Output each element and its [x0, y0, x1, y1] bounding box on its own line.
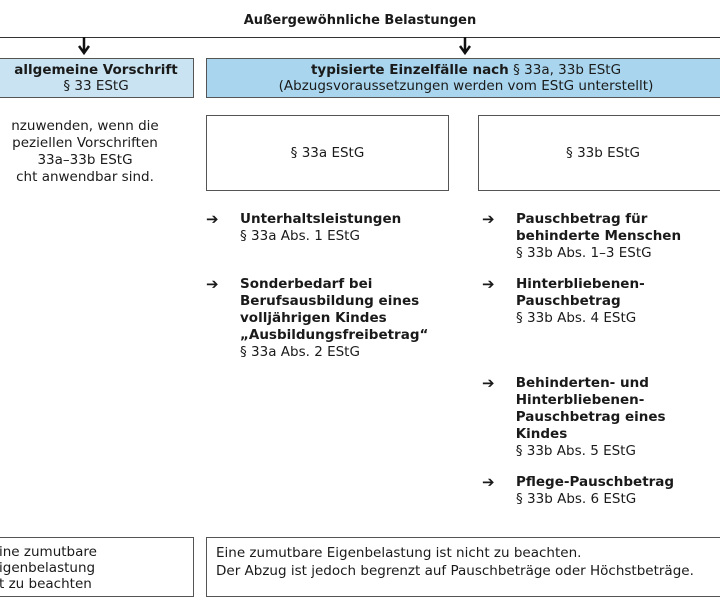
arrow-down-icon	[459, 37, 471, 56]
arrow-right-icon: ➔	[206, 210, 219, 228]
item-title: Unterhaltsleistungen	[240, 211, 402, 227]
bottom-line: t zu beachten	[0, 576, 92, 592]
item-title: Sonderbedarf bei	[240, 276, 373, 292]
bottom-line: ine zumutbare	[0, 544, 97, 560]
item-law: § 33a Abs. 2 EStG	[240, 344, 360, 360]
item-title: volljährigen Kindes	[240, 310, 387, 326]
note-line: cht anwendbar sind.	[16, 169, 154, 185]
diagram-title: Außergewöhnliche Belastungen	[243, 13, 477, 28]
connector-line	[0, 37, 720, 38]
section-33b-label: § 33b EStG	[566, 145, 640, 161]
item-title: Pauschbetrag eines Kindes	[515, 409, 666, 442]
item-title: Berufsausbildung eines	[240, 293, 420, 309]
general-bottom-box: ine zumutbare igenbelastung t zu beachte…	[0, 537, 194, 597]
item-law: § 33b Abs. 6 EStG	[516, 491, 637, 507]
typical-cases-box: typisierte Einzelfälle nach § 33a, 33b E…	[206, 58, 720, 98]
arrow-right-icon: ➔	[206, 275, 219, 293]
general-rule-box: allgemeine Vorschrift § 33 EStG	[0, 58, 194, 98]
item-title: Behinderten- und	[515, 375, 649, 391]
section-33a-box: § 33a EStG	[206, 115, 449, 191]
section-33b-box: § 33b EStG	[478, 115, 720, 191]
typical-heading-law: § 33a, 33b EStG	[513, 62, 622, 78]
item-law: § 33b Abs. 4 EStG	[516, 310, 637, 326]
general-note: nzuwenden, wenn die peziellen Vorschrift…	[0, 118, 180, 186]
list-item: ➔ Unterhaltsleistungen§ 33a Abs. 1 EStG	[206, 211, 428, 245]
typical-heading: typisierte Einzelfälle nach	[310, 62, 509, 78]
item-law: § 33a Abs. 1 EStG	[240, 228, 360, 244]
bottom-line: Eine zumutbare Eigenbelastung ist nicht …	[216, 545, 582, 561]
arrow-right-icon: ➔	[482, 210, 495, 228]
item-law: § 33b Abs. 1–3 EStG	[516, 245, 652, 261]
typical-bottom-box: Eine zumutbare Eigenbelastung ist nicht …	[206, 537, 720, 597]
general-heading: allgemeine Vorschrift	[14, 62, 178, 78]
bottom-line: igenbelastung	[0, 560, 96, 576]
item-title: Pauschbetrag	[516, 293, 621, 309]
note-line: peziellen Vorschriften	[12, 135, 158, 151]
arrow-right-icon: ➔	[482, 374, 495, 392]
list-33a: ➔ Unterhaltsleistungen§ 33a Abs. 1 EStG ➔…	[206, 211, 428, 361]
arrow-down-icon	[78, 37, 90, 56]
arrow-right-icon: ➔	[482, 275, 495, 293]
item-law: § 33b Abs. 5 EStG	[515, 443, 636, 459]
item-title: Hinterbliebenen-	[516, 276, 645, 292]
item-title: Hinterbliebenen-	[515, 392, 645, 408]
bottom-line: Der Abzug ist jedoch begrenzt auf Pausch…	[216, 563, 694, 579]
typical-subtitle: (Abzugsvoraussetzungen werden vom EStG u…	[278, 78, 654, 94]
section-33a-label: § 33a EStG	[290, 145, 365, 161]
item-title: Pflege-Pauschbetrag	[516, 474, 675, 490]
note-line: nzuwenden, wenn die	[11, 118, 159, 134]
item-title: „Ausbildungsfreibetrag“	[240, 327, 429, 343]
general-law: § 33 EStG	[63, 78, 129, 94]
note-line: 33a–33b EStG	[37, 152, 133, 168]
item-title: Pauschbetrag für	[516, 211, 648, 227]
arrow-right-icon: ➔	[482, 473, 495, 491]
item-title: behinderte Menschen	[516, 228, 682, 244]
list-item: ➔ Pflege-Pauschbetrag§ 33b Abs. 6 EStG	[482, 474, 720, 508]
list-item: ➔ Hinterbliebenen-Pauschbetrag§ 33b Abs. …	[482, 276, 720, 327]
